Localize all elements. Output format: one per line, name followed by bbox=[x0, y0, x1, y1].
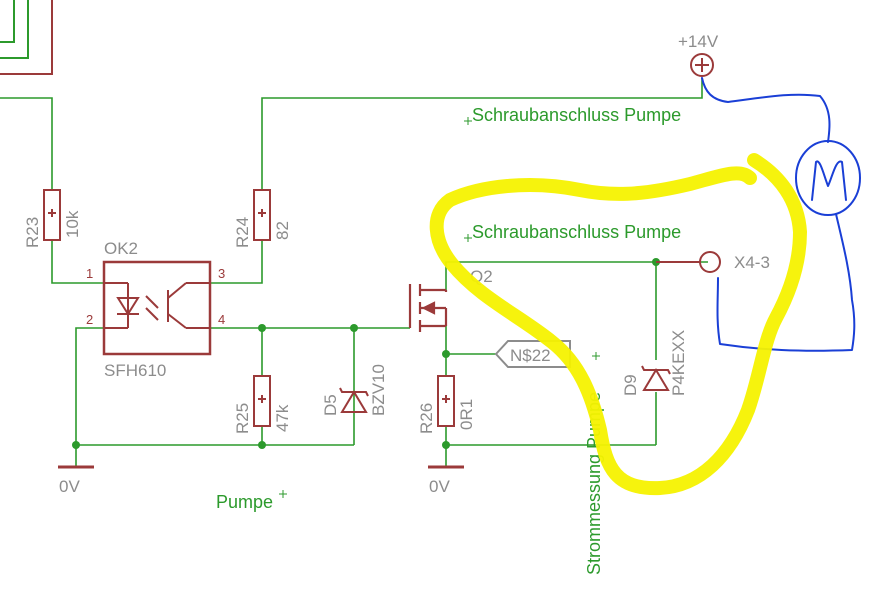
optocoupler-body bbox=[102, 260, 212, 356]
partial-frames bbox=[0, 0, 53, 75]
d9-value: P4KEXX bbox=[669, 330, 688, 396]
net22-label: N$22 bbox=[510, 346, 551, 365]
resistor-r23 bbox=[43, 189, 61, 241]
diode-d9 bbox=[641, 365, 671, 391]
junctions bbox=[72, 258, 660, 449]
d5-value: BZV10 bbox=[369, 364, 388, 416]
d5-ref: D5 bbox=[321, 394, 340, 416]
r25-value: 47k bbox=[273, 404, 292, 432]
resistor-r24 bbox=[253, 189, 271, 241]
r25-ref: R25 bbox=[233, 403, 252, 434]
optocoupler-pin-1: 1 bbox=[86, 266, 93, 281]
d9-ref: D9 bbox=[621, 374, 640, 396]
r26-value: 0R1 bbox=[457, 399, 476, 430]
r23-value: 10k bbox=[63, 210, 82, 238]
optocoupler-pin-4: 4 bbox=[218, 312, 225, 327]
ground-label-right: 0V bbox=[429, 477, 450, 496]
r26-ref: R26 bbox=[417, 403, 436, 434]
ground-label-left: 0V bbox=[59, 477, 80, 496]
connector-label: X4-3 bbox=[734, 253, 770, 272]
optocoupler-pin-3: 3 bbox=[218, 266, 225, 281]
r24-ref: R24 bbox=[233, 217, 252, 248]
diode-d5 bbox=[339, 387, 369, 413]
resistor-r26 bbox=[437, 375, 455, 427]
net-label-pump: Pumpe bbox=[216, 492, 273, 512]
r24-value: 82 bbox=[273, 221, 292, 240]
optocoupler-part: SFH610 bbox=[104, 361, 166, 380]
wires bbox=[0, 78, 708, 467]
supply-label: +14V bbox=[678, 32, 719, 51]
r23-ref: R23 bbox=[23, 217, 42, 248]
optocoupler-ref: OK2 bbox=[104, 239, 138, 258]
connector-x4-3 bbox=[656, 251, 721, 273]
net-label-screw-top: Schraubanschluss Pumpe bbox=[472, 105, 681, 125]
net-label-screw-mid: Schraubanschluss Pumpe bbox=[472, 222, 681, 242]
optocoupler-pin-2: 2 bbox=[86, 312, 93, 327]
supply-symbol bbox=[690, 53, 714, 77]
resistor-r25 bbox=[253, 375, 271, 427]
yellow-highlight-annotation bbox=[429, 153, 807, 496]
blue-motor-annotation bbox=[701, 77, 861, 352]
mosfet-q2 bbox=[408, 284, 448, 332]
net-markers bbox=[279, 117, 600, 498]
